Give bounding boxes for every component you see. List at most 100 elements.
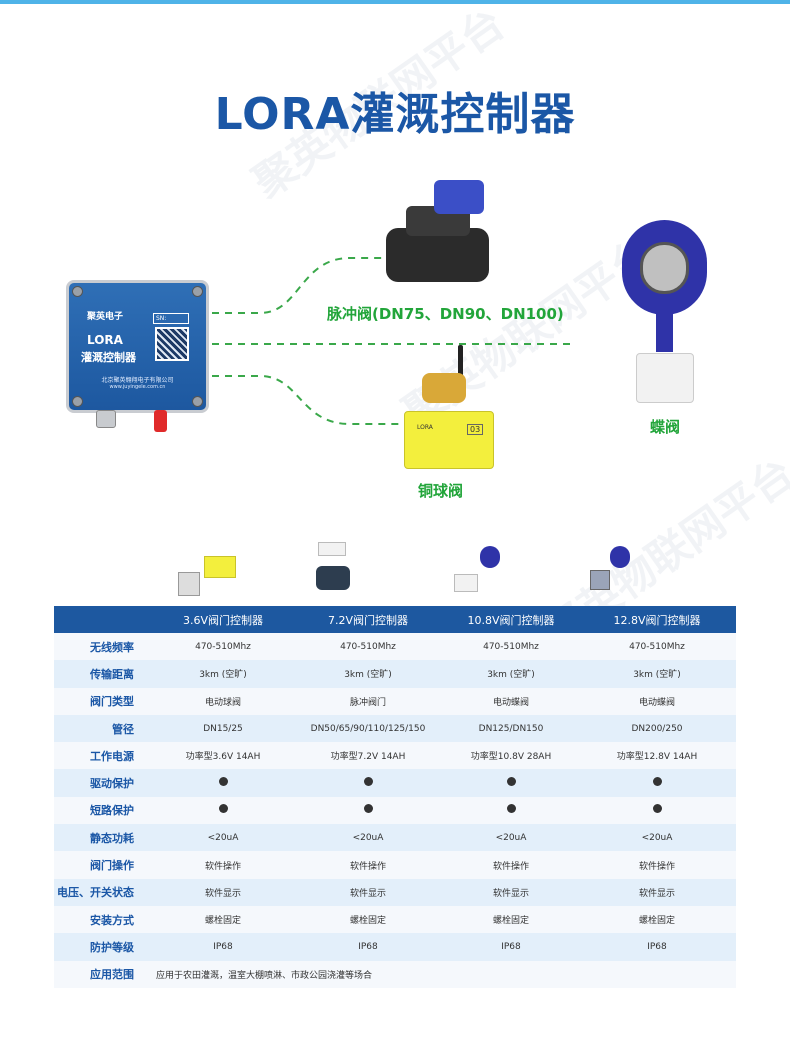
table-cell: 应用于农田灌溉，温室大棚喷淋、市政公园浇灌等场合 — [154, 960, 736, 988]
table-row: 静态功耗<20uA<20uA<20uA<20uA — [54, 824, 736, 852]
pulse-valve-image — [386, 178, 489, 282]
table-cell: DN15/25 — [154, 714, 292, 743]
table-cell: 软件显示 — [292, 878, 444, 906]
table-header-cell: 7.2V阀门控制器 — [292, 606, 444, 633]
table-cell: IP68 — [292, 933, 444, 961]
table-cell: 软件显示 — [444, 878, 578, 906]
table-cell: 螺栓固定 — [578, 905, 736, 934]
table-cell: 螺栓固定 — [292, 905, 444, 934]
table-cell: <20uA — [154, 824, 292, 852]
table-cell: IP68 — [444, 933, 578, 961]
table-header-cell: 3.6V阀门控制器 — [154, 606, 292, 633]
check-dot-icon — [363, 804, 373, 814]
controller-brand: 聚英电子 — [87, 312, 124, 322]
check-dot-icon — [652, 777, 662, 787]
table-cell: 软件操作 — [578, 851, 736, 879]
table-cell: 螺栓固定 — [444, 905, 578, 934]
controller-website: www.juyingele.com.cn — [109, 384, 166, 390]
row-label: 工作电源 — [54, 742, 154, 770]
row-label: 应用范围 — [54, 960, 154, 988]
controller-sn: SN: — [153, 313, 189, 324]
table-cell: 功率型7.2V 14AH — [292, 742, 444, 770]
product-thumbnail-3v6 — [176, 550, 240, 600]
table-cell: 3km (空旷) — [444, 660, 578, 688]
antenna-icon — [154, 410, 167, 432]
pulse-valve-label: 脉冲阀(DN75、DN90、DN100) — [327, 305, 564, 323]
table-cell: 3km (空旷) — [292, 660, 444, 688]
spec-table: 3.6V阀门控制器 7.2V阀门控制器 10.8V阀门控制器 12.8V阀门控制… — [54, 606, 736, 988]
table-cell: 螺栓固定 — [154, 905, 292, 934]
page-title: LORA灌溉控制器 — [214, 89, 576, 140]
ball-device-label: LORA — [417, 424, 433, 431]
table-cell — [154, 769, 292, 797]
screw-icon — [72, 396, 83, 407]
table-cell: 电动蝶阀 — [578, 687, 736, 715]
row-label: 传输距离 — [54, 660, 154, 688]
check-dot-icon — [506, 804, 516, 814]
table-cell: <20uA — [292, 824, 444, 852]
connector-lines — [212, 257, 576, 425]
table-cell — [444, 769, 578, 797]
cable-gland-icon — [96, 410, 116, 428]
table-row: 阀门类型电动球阀脉冲阀门电动蝶阀电动蝶阀 — [54, 687, 736, 715]
butterfly-valve-label: 蝶阀 — [650, 418, 681, 436]
row-label: 阀门操作 — [54, 851, 154, 879]
table-cell: IP68 — [154, 933, 292, 961]
check-dot-icon — [506, 777, 516, 787]
table-row: 安装方式螺栓固定螺栓固定螺栓固定螺栓固定 — [54, 905, 736, 934]
table-cell: DN125/DN150 — [444, 714, 578, 743]
table-cell: 3km (空旷) — [578, 660, 736, 688]
check-dot-icon — [652, 804, 662, 814]
table-cell — [444, 796, 578, 825]
table-cell: 470-510Mhz — [444, 633, 578, 661]
table-cell: 脉冲阀门 — [292, 687, 444, 715]
table-cell — [292, 769, 444, 797]
table-cell: IP68 — [578, 933, 736, 961]
ball-valve-image: LORA 03 — [404, 345, 494, 470]
lora-controller-device: 聚英电子 SN: LORA 灌溉控制器 北京聚英翱翔电子有限公司 www.juy… — [66, 280, 209, 413]
table-cell: 电动蝶阀 — [444, 687, 578, 715]
row-label: 阀门类型 — [54, 687, 154, 715]
butterfly-valve-image — [622, 220, 707, 405]
row-label: 安装方式 — [54, 905, 154, 934]
check-dot-icon — [363, 777, 373, 787]
table-cell: 软件操作 — [444, 851, 578, 879]
table-cell: <20uA — [444, 824, 578, 852]
product-thumbnail-12v8 — [590, 544, 634, 594]
table-cell: 功率型10.8V 28AH — [444, 742, 578, 770]
screw-icon — [192, 396, 203, 407]
table-row: 阀门操作软件操作软件操作软件操作软件操作 — [54, 851, 736, 879]
table-cell: 470-510Mhz — [578, 633, 736, 661]
table-row: 短路保护 — [54, 796, 736, 825]
table-cell: 470-510Mhz — [292, 633, 444, 661]
table-row: 应用范围应用于农田灌溉，温室大棚喷淋、市政公园浇灌等场合 — [54, 960, 736, 988]
table-header-row: 3.6V阀门控制器 7.2V阀门控制器 10.8V阀门控制器 12.8V阀门控制… — [54, 606, 736, 633]
controller-name: 灌溉控制器 — [81, 351, 136, 364]
product-thumbnail-7v2 — [312, 540, 352, 590]
table-cell — [578, 769, 736, 797]
table-cell: 软件操作 — [292, 851, 444, 879]
screw-icon — [192, 286, 203, 297]
row-label: 防护等级 — [54, 933, 154, 961]
table-header-cell: 12.8V阀门控制器 — [578, 606, 736, 633]
table-row: 驱动保护 — [54, 769, 736, 797]
table-cell: 电动球阀 — [154, 687, 292, 715]
row-label: 无线频率 — [54, 633, 154, 661]
row-label: 短路保护 — [54, 796, 154, 825]
row-label: 管径 — [54, 714, 154, 743]
top-accent-bar — [0, 0, 790, 4]
screw-icon — [72, 286, 83, 297]
row-label: 电压、开关状态 — [54, 878, 154, 906]
check-dot-icon — [218, 777, 228, 787]
table-cell: 3km (空旷) — [154, 660, 292, 688]
table-cell: 功率型12.8V 14AH — [578, 742, 736, 770]
qr-code-icon — [155, 327, 189, 361]
table-cell: 软件显示 — [154, 878, 292, 906]
row-label: 驱动保护 — [54, 769, 154, 797]
ball-device-number: 03 — [467, 424, 484, 435]
